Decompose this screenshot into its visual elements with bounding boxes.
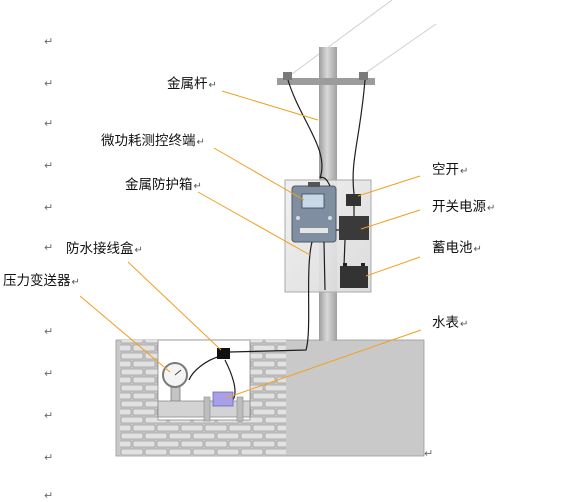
brick-well: [120, 339, 286, 456]
label-battery: 蓄电池↵: [432, 240, 482, 258]
paragraph-mark: ↵: [44, 77, 54, 90]
paragraph-mark: ↵: [193, 181, 202, 192]
pressure-gauge: [162, 362, 188, 402]
paragraph-mark: ↵: [487, 203, 496, 214]
label-text: 空开: [432, 162, 459, 178]
paragraph-mark: ↵: [460, 166, 469, 177]
paragraph-mark: ↵: [196, 137, 205, 148]
label-junction-box: 防水接线盒↵: [66, 241, 143, 259]
paragraph-mark: ↵: [44, 241, 54, 254]
junction-box: [217, 348, 230, 359]
label-text: 水表: [432, 315, 459, 331]
paragraph-mark: ↵: [134, 245, 143, 256]
paragraph-mark: ↵: [44, 409, 54, 422]
label-text: 压力变送器: [3, 273, 71, 289]
label-text: 金属防护箱: [125, 177, 193, 193]
paragraph-mark: ↵: [424, 447, 434, 460]
paragraph-mark: ↵: [44, 201, 54, 214]
water-pipe: [157, 396, 251, 422]
paragraph-mark: ↵: [71, 277, 80, 288]
label-text: 微功耗测控终端: [101, 133, 196, 149]
paragraph-mark: ↵: [44, 451, 54, 464]
paragraph-mark: ↵: [44, 159, 54, 172]
paragraph-mark: ↵: [44, 35, 54, 48]
overhead-wires: [291, 0, 437, 75]
water-meter-block: [212, 391, 234, 407]
control-terminal: [291, 182, 337, 243]
label-text: 开关电源: [432, 199, 486, 215]
label-control-terminal: 微功耗测控终端↵: [101, 133, 205, 151]
paragraph-mark: ↵: [44, 367, 54, 380]
paragraph-mark: ↵: [460, 319, 469, 330]
label-water-meter: 水表↵: [432, 315, 468, 333]
label-pressure-transmitter: 压力变送器↵: [3, 273, 80, 291]
paragraph-mark: ↵: [44, 117, 54, 130]
label-text: 防水接线盒: [66, 241, 134, 257]
label-metal-pole: 金属杆↵: [167, 76, 217, 94]
leader-lines: [79, 90, 422, 399]
air-switch-block: [346, 194, 361, 206]
label-metal-enclosure: 金属防护箱↵: [125, 177, 202, 195]
paragraph-mark: ↵: [473, 244, 482, 255]
paragraph-mark: ↵: [44, 325, 54, 338]
label-text: 蓄电池: [432, 240, 473, 256]
label-text: 金属杆: [167, 76, 208, 92]
label-air-switch: 空开↵: [432, 162, 468, 180]
battery-block: [340, 263, 368, 288]
paragraph-mark: ↵: [208, 80, 217, 91]
label-power-supply: 开关电源↵: [432, 199, 495, 217]
